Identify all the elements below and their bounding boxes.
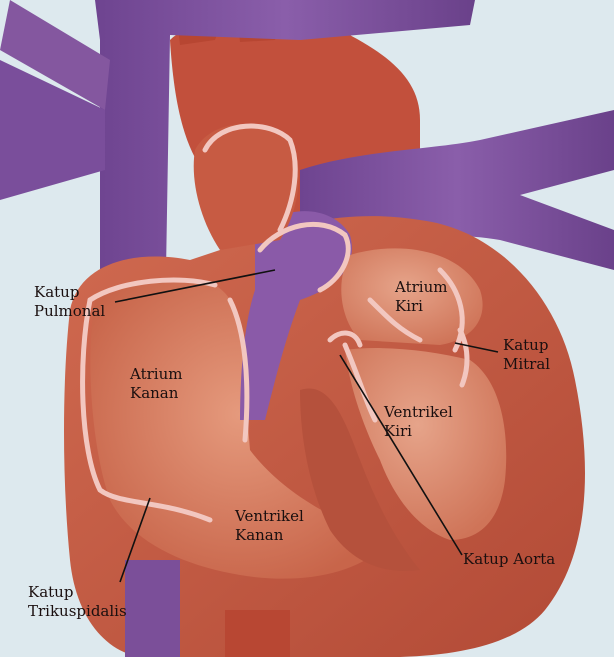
label-atrium-kanan: Atrium Kanan <box>130 365 182 403</box>
label-katup-pulmonal: Katup Pulmonal <box>34 283 105 321</box>
label-katup-aorta: Katup Aorta <box>463 550 555 569</box>
label-katup-mitral: Katup Mitral <box>503 336 550 374</box>
label-ventrikel-kiri: Ventrikel Kiri <box>384 403 453 441</box>
label-katup-trikuspidalis: Katup Trikuspidalis <box>28 583 127 621</box>
label-ventrikel-kanan: Ventrikel Kanan <box>235 507 304 545</box>
inferior-vena-cava <box>125 560 180 657</box>
label-atrium-kiri: Atrium Kiri <box>395 278 447 316</box>
descending-aorta <box>225 610 290 657</box>
